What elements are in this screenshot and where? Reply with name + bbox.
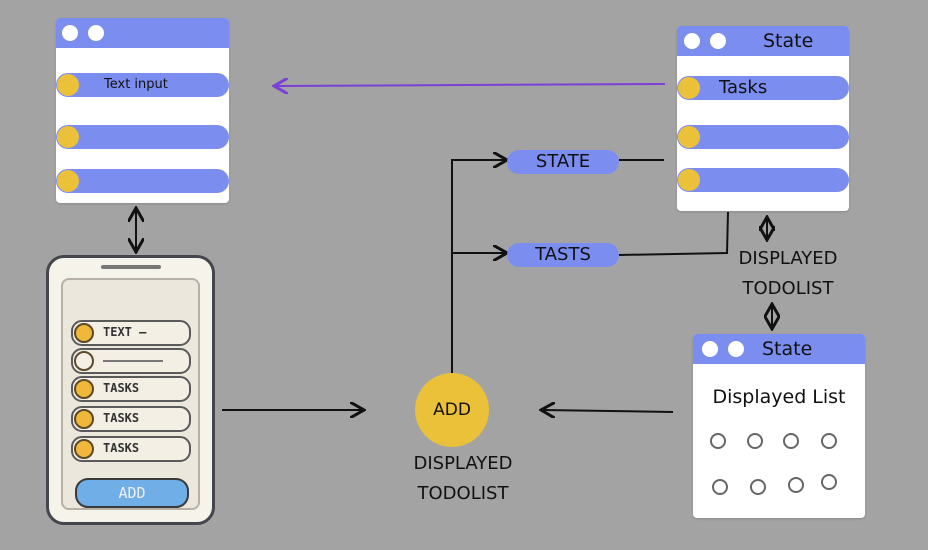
window-titlebar bbox=[56, 18, 229, 48]
phone-screen: TEXT — TASKS TASKS TASKS ADD bbox=[61, 278, 200, 510]
yellow-dot-icon bbox=[74, 439, 94, 459]
phone-row-dash bbox=[103, 360, 163, 362]
line-add-branch bbox=[451, 160, 505, 375]
empty-row bbox=[56, 125, 229, 149]
window-title: State bbox=[763, 30, 814, 52]
tasts-pill: TASTS bbox=[507, 243, 619, 267]
label-line: DISPLAYED bbox=[738, 248, 838, 269]
window-dot-icon bbox=[88, 25, 104, 41]
list-item-circle-icon bbox=[750, 479, 766, 495]
label-line: TODOLIST bbox=[417, 483, 509, 504]
text-input-window: Text input bbox=[56, 18, 229, 203]
tasks-row: Tasks bbox=[677, 76, 849, 100]
phone-task-row: TASKS bbox=[71, 406, 191, 432]
yellow-dot-icon bbox=[678, 126, 700, 148]
phone-add-button[interactable]: ADD bbox=[75, 478, 189, 508]
label-line: TODOLIST bbox=[742, 278, 834, 299]
phone-text-row: TEXT — bbox=[71, 320, 191, 346]
list-item-circle-icon bbox=[710, 433, 726, 449]
window-dot-icon bbox=[684, 33, 700, 49]
list-item-circle-icon bbox=[747, 433, 763, 449]
window-dot-icon bbox=[728, 341, 744, 357]
list-item-circle-icon bbox=[712, 479, 728, 495]
phone-row-label: TASKS bbox=[103, 441, 140, 455]
window-titlebar: State bbox=[693, 334, 865, 364]
text-input-label: Text input bbox=[104, 77, 168, 92]
phone-mockup: TEXT — TASKS TASKS TASKS ADD bbox=[46, 255, 215, 525]
yellow-dot-icon bbox=[57, 126, 79, 148]
empty-row bbox=[56, 169, 229, 193]
arrow-list-to-add bbox=[543, 410, 674, 412]
state-pill: STATE bbox=[507, 150, 619, 174]
empty-row bbox=[677, 168, 849, 192]
phone-empty-row bbox=[71, 348, 191, 374]
yellow-dot-icon bbox=[74, 409, 94, 429]
list-item-circle-icon bbox=[821, 433, 837, 449]
displayed-todolist-bottom-label: DISPLAYED TODOLIST bbox=[398, 449, 528, 509]
arrow-tasks-to-text-input bbox=[276, 84, 666, 86]
window-dot-icon bbox=[702, 341, 718, 357]
text-input-row: Text input bbox=[56, 73, 229, 97]
phone-task-row: TASKS bbox=[71, 376, 191, 402]
phone-task-row: TASKS bbox=[71, 436, 191, 462]
window-titlebar: State bbox=[677, 26, 849, 56]
displayed-todolist-side-label: DISPLAYED TODOLIST bbox=[726, 244, 850, 304]
list-item-circle-icon bbox=[788, 477, 804, 493]
state-window: State Tasks bbox=[677, 26, 849, 211]
phone-row-label: TASKS bbox=[103, 381, 140, 395]
displayed-list-heading: Displayed List bbox=[712, 386, 846, 408]
yellow-dot-icon bbox=[74, 379, 94, 399]
tasks-label: Tasks bbox=[719, 77, 768, 98]
phone-speaker-icon bbox=[101, 265, 161, 269]
list-item-circle-icon bbox=[821, 474, 837, 490]
add-circle: ADD bbox=[415, 373, 489, 447]
empty-row bbox=[677, 125, 849, 149]
empty-dot-icon bbox=[74, 351, 94, 371]
phone-row-label: TEXT — bbox=[103, 325, 147, 339]
list-item-circle-icon bbox=[783, 433, 799, 449]
window-title: State bbox=[762, 338, 813, 360]
displayed-list-window: State Displayed List bbox=[693, 334, 865, 518]
phone-row-label: TASKS bbox=[103, 411, 140, 425]
window-dot-icon bbox=[710, 33, 726, 49]
yellow-dot-icon bbox=[678, 169, 700, 191]
yellow-dot-icon bbox=[74, 323, 94, 343]
label-line: DISPLAYED bbox=[413, 453, 513, 474]
yellow-dot-icon bbox=[678, 77, 700, 99]
line-tasts-to-window bbox=[618, 211, 729, 256]
yellow-dot-icon bbox=[57, 170, 79, 192]
window-dot-icon bbox=[62, 25, 78, 41]
yellow-dot-icon bbox=[57, 74, 79, 96]
